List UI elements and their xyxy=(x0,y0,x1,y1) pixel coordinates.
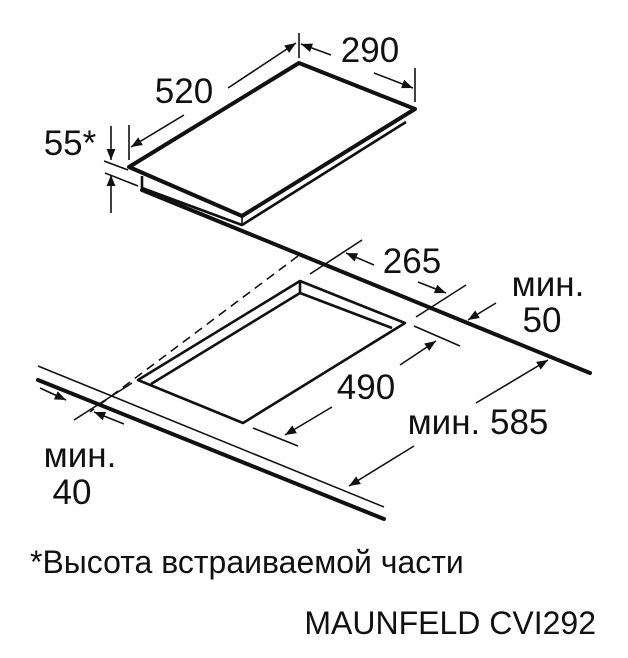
hob xyxy=(127,61,417,227)
cutout-depth-label: 490 xyxy=(337,368,395,407)
dimension-cutout-width: 265 xyxy=(309,239,467,318)
model-name: MAUNFELD CVI292 xyxy=(304,605,596,641)
footnote: *Высота встраиваемой части xyxy=(30,544,464,580)
front-margin-label: мин. xyxy=(44,436,117,475)
countertop-front-edge xyxy=(36,378,386,521)
hob-body-side xyxy=(140,120,407,227)
dimension-back-margin: мин. 50 xyxy=(467,265,585,340)
hob-width-label: 290 xyxy=(341,31,399,70)
dimension-hob-height: 55* xyxy=(44,124,139,213)
back-margin-value: 50 xyxy=(523,301,562,340)
cutout-inner-edge xyxy=(150,281,393,386)
dimension-countertop-depth: мин. 585 xyxy=(348,359,549,487)
countertop xyxy=(36,188,592,521)
dimension-hob-depth: 520 xyxy=(128,42,297,160)
hob-depth-label: 520 xyxy=(155,72,213,111)
countertop-back-edge xyxy=(140,188,592,375)
wall-dashed-line xyxy=(89,255,299,413)
hob-height-label: 55* xyxy=(44,124,97,163)
dimension-front-margin: мин. 40 xyxy=(39,382,133,512)
back-margin-label: мин. xyxy=(512,265,585,304)
countertop-front-edge-top xyxy=(37,365,385,508)
dimension-cutout-depth: 490 xyxy=(252,325,461,447)
countertop-depth-label: мин. 585 xyxy=(408,403,549,442)
dimension-hob-width: 290 xyxy=(298,31,416,102)
cutout xyxy=(136,279,407,425)
front-margin-value: 40 xyxy=(53,473,92,512)
cutout-outline xyxy=(136,279,407,425)
cutout-width-label: 265 xyxy=(383,242,441,281)
